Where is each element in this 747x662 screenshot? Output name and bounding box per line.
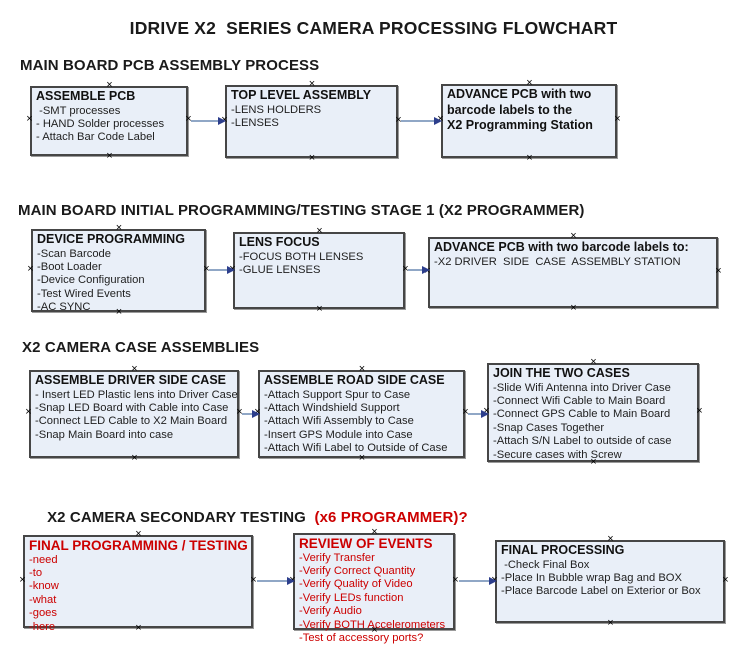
box-lines: -Attach Support Spur to Case -Attach Win… [264, 388, 448, 455]
box-lines: -FOCUS BOTH LENSES -GLUE LENSES [239, 250, 364, 276]
box-title: JOIN THE TWO CASES [493, 366, 630, 380]
connection-point-icon [130, 365, 139, 374]
page-title: IDRIVE X2 SERIES CAMERA PROCESSING FLOWC… [129, 18, 618, 38]
connection-point-icon [721, 576, 730, 585]
flow-box-advance-pcb-programming-station: ADVANCE PCB with two barcode labels to t… [441, 84, 617, 158]
connector-arrow-icon [257, 577, 295, 585]
section-heading-initial-programming: MAIN BOARD INITIAL PROGRAMMING/TESTING S… [18, 202, 585, 219]
box-title: ASSEMBLE ROAD SIDE CASE [264, 373, 445, 387]
box-title: LENS FOCUS [239, 235, 320, 249]
connection-point-icon [315, 227, 324, 236]
connector-arrow-icon [209, 266, 235, 274]
section-heading-pcb-assembly: MAIN BOARD PCB ASSEMBLY PROCESS [20, 57, 320, 74]
flow-box-join-the-two-cases: JOIN THE TWO CASES -Slide Wifi Antenna i… [487, 363, 699, 462]
box-title: ASSEMBLE DRIVER SIDE CASE [35, 373, 227, 387]
connection-point-icon [315, 305, 324, 314]
heading-red-part: (x6 PROGRAMMER)? [314, 509, 468, 526]
connection-point-icon [134, 530, 143, 539]
connection-point-icon [26, 265, 35, 274]
connector-arrow-icon [468, 410, 489, 418]
flow-box-assemble-road-side-case: ASSEMBLE ROAD SIDE CASE -Attach Support … [258, 370, 465, 458]
box-lines: -Check Final Box -Place In Bubble wrap B… [501, 558, 701, 598]
connection-point-icon [130, 454, 139, 463]
flow-box-top-level-assembly: TOP LEVEL ASSEMBLY -LENS HOLDERS -LENSES [225, 85, 398, 158]
connection-point-icon [569, 232, 578, 241]
box-lines: - Insert LED Plastic lens into Driver Ca… [35, 388, 238, 441]
connection-point-icon [134, 624, 143, 633]
connection-point-icon [370, 626, 379, 635]
section-heading-case-assemblies: X2 CAMERA CASE ASSEMBLIES [22, 339, 260, 356]
box-lines: -need -to -know -what -goes -here [29, 553, 59, 633]
connector-arrow-icon [242, 410, 260, 418]
flow-box-assemble-driver-side-case: ASSEMBLE DRIVER SIDE CASE - Insert LED P… [29, 370, 239, 458]
connection-point-icon [18, 576, 27, 585]
flow-box-assemble-pcb: ASSEMBLE PCB -SMT processes - HAND Solde… [30, 86, 188, 156]
connection-point-icon [105, 81, 114, 90]
box-title: TOP LEVEL ASSEMBLY [231, 88, 372, 102]
box-title: ADVANCE PCB with two barcode labels to t… [447, 87, 593, 132]
flow-box-lens-focus: LENS FOCUS -FOCUS BOTH LENSES -GLUE LENS… [233, 232, 405, 309]
box-title: DEVICE PROGRAMMING [37, 232, 185, 246]
box-lines: -SMT processes - HAND Solder processes -… [36, 104, 165, 144]
connection-point-icon [714, 267, 723, 276]
connection-point-icon [105, 152, 114, 161]
connection-point-icon [308, 80, 317, 89]
box-lines: -Scan Barcode -Boot Loader -Device Confi… [37, 247, 145, 314]
box-title: ASSEMBLE PCB [36, 89, 136, 103]
flow-box-final-programming-testing: FINAL PROGRAMMING / TESTING -need -to -k… [23, 535, 253, 633]
connection-point-icon [358, 365, 367, 374]
connector-arrow-icon [191, 117, 226, 125]
box-lines: -Verify Transfer -Verify Correct Quantit… [299, 551, 446, 644]
box-lines: -Slide Wifi Antenna into Driver Case -Co… [493, 381, 672, 461]
box-title: ADVANCE PCB with two barcode labels to: [434, 240, 689, 254]
flow-box-advance-pcb-driver-side: ADVANCE PCB with two barcode labels to: … [428, 237, 718, 308]
box-title: FINAL PROGRAMMING / TESTING [29, 538, 248, 553]
flow-box-device-programming: DEVICE PROGRAMMING -Scan Barcode -Boot L… [31, 229, 206, 314]
connection-point-icon [613, 115, 622, 124]
connection-point-icon [24, 408, 33, 417]
connection-point-icon [695, 407, 704, 416]
connection-point-icon [606, 535, 615, 544]
connection-point-icon [308, 154, 317, 163]
connection-point-icon [569, 304, 578, 313]
box-lines: -LENS HOLDERS -LENSES [231, 103, 322, 129]
connector-arrow-icon [401, 117, 442, 125]
connection-point-icon [25, 115, 34, 124]
connection-point-icon [358, 454, 367, 463]
flow-box-final-processing: FINAL PROCESSING -Check Final Box -Place… [495, 540, 725, 623]
connection-point-icon [115, 224, 124, 233]
flow-box-review-of-events: REVIEW OF EVENTS -Verify Transfer -Verif… [293, 533, 455, 644]
heading-black-part: X2 CAMERA SECONDARY TESTING [47, 509, 315, 526]
connection-point-icon [370, 528, 379, 537]
connection-point-icon [606, 619, 615, 628]
box-lines: -X2 DRIVER SIDE CASE ASSEMBLY STATION [434, 255, 681, 268]
connection-point-icon [115, 308, 124, 317]
connection-point-icon [589, 458, 598, 467]
connector-arrow-icon [408, 266, 430, 274]
connection-point-icon [589, 358, 598, 367]
connection-point-icon [525, 79, 534, 88]
box-title: FINAL PROCESSING [501, 543, 625, 557]
connection-point-icon [525, 154, 534, 163]
box-title: REVIEW OF EVENTS [299, 536, 433, 551]
section-heading-secondary-testing: X2 CAMERA SECONDARY TESTING (x6 PROGRAMM… [30, 492, 468, 543]
connector-arrow-icon [459, 577, 497, 585]
